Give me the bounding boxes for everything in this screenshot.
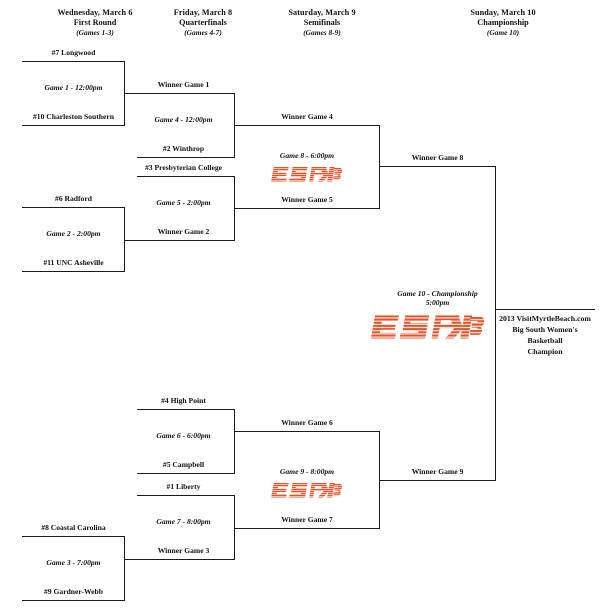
espn3-logo-championship (366, 312, 484, 341)
game7-bottom-rule (124, 559, 235, 560)
game4-bottom-seed: #2 Winthrop (162, 144, 205, 153)
game2-bottom-rule (22, 271, 125, 272)
game1-label: Game 1 - 12:00pm (44, 83, 103, 92)
game4-label: Game 4 - 12:00pm (154, 115, 213, 124)
game4-top-seed: Winner Game 1 (157, 80, 210, 89)
game2-label: Game 2 - 2:00pm (46, 229, 101, 238)
game6-bottom-seed: #5 Campbell (162, 460, 205, 469)
game7-right-rule (234, 495, 235, 559)
game7-top-seed: #1 Liberty (166, 482, 201, 491)
game2-right-rule (124, 207, 125, 271)
game3-top-seed: #8 Coastal Carolina (41, 523, 106, 532)
game5-top-seed: #3 Presbyterian College (144, 163, 223, 172)
game6-top-seed: #4 High Point (161, 396, 206, 405)
championship-label: Game 10 - Championship 5:00pm (360, 289, 515, 308)
header-game-range: (Game 10) (486, 28, 520, 37)
game9-label: Game 9 - 8:00pm (279, 467, 335, 476)
champion-line-1: 2013 VisitMyrtleBeach.com (499, 314, 591, 323)
header-game-range: (Games 1-3) (76, 28, 114, 37)
game1-top-rule (22, 61, 125, 62)
game6-right-rule (234, 409, 235, 473)
game6-top-rule (137, 409, 235, 410)
header-date: Saturday, March 9 (288, 8, 356, 17)
game1-bottom-rule (22, 125, 125, 126)
champion-rule (495, 309, 595, 310)
championship-label-line1: Game 10 - Championship (397, 289, 478, 298)
game5-bottom-rule (124, 240, 235, 241)
championship-top-rule (379, 166, 496, 167)
game6-bottom-rule (137, 473, 235, 474)
column-header-championship: Sunday, March 10 Championship (Game 10) (428, 8, 578, 37)
game3-bottom-seed: #9 Gardner-Webb (44, 587, 103, 596)
header-game-range: (Games 4-7) (184, 28, 222, 37)
game8-bottom-seed: Winner Game 5 (281, 195, 333, 204)
game9-top-seed: Winner Game 6 (281, 418, 333, 427)
game9-top-rule (234, 431, 380, 432)
game3-top-rule (22, 536, 125, 537)
header-round-name: First Round (73, 18, 117, 27)
game5-bottom-seed: Winner Game 2 (157, 227, 210, 236)
column-header-semifinals: Saturday, March 9 Semifinals (Games 8-9) (252, 8, 392, 37)
game8-label: Game 8 - 6:00pm (279, 151, 335, 160)
game2-top-seed: #6 Radford (55, 194, 92, 203)
header-round-name: Semifinals (303, 18, 341, 27)
game3-right-rule (124, 536, 125, 600)
game2-bottom-seed: #11 UNC Asheville (43, 258, 104, 267)
game6-label: Game 6 - 6:00pm (156, 431, 211, 440)
game9-right-rule (379, 431, 380, 528)
championship-top-seed: Winner Game 8 (411, 153, 464, 162)
game8-top-seed: Winner Game 4 (281, 112, 333, 121)
header-date: Wednesday, March 6 (57, 8, 133, 17)
championship-label-line2: 5:00pm (425, 298, 450, 308)
header-round-name: Championship (477, 18, 529, 27)
game4-top-rule (124, 93, 235, 94)
champion-line-2: Big South Women's Basketball (512, 325, 578, 346)
game1-top-seed: #7 Longwood (51, 48, 96, 57)
game7-bottom-seed: Winner Game 3 (157, 546, 210, 555)
column-header-quarterfinals: Friday, March 8 Quarterfinals (Games 4-7… (133, 8, 273, 37)
champion-label: 2013 VisitMyrtleBeach.com Big South Wome… (495, 313, 595, 357)
espn3-logo-game9 (268, 481, 342, 499)
game4-bottom-rule (137, 157, 235, 158)
header-game-range: (Games 8-9) (303, 28, 341, 37)
game3-label: Game 3 - 7:00pm (46, 558, 101, 567)
game2-top-rule (22, 207, 125, 208)
championship-right-rule (495, 166, 496, 480)
champion-line-3: Champion (527, 347, 563, 357)
game7-top-rule (137, 495, 235, 496)
game8-top-rule (234, 125, 380, 126)
espn3-logo-game8 (268, 165, 342, 183)
column-header-first-round: Wednesday, March 6 First Round (Games 1-… (20, 8, 170, 37)
header-date: Friday, March 8 (173, 8, 233, 17)
header-date: Sunday, March 10 (470, 8, 536, 17)
game9-bottom-rule (234, 528, 380, 529)
championship-bottom-seed: Winner Game 9 (411, 467, 464, 476)
header-round-name: Quarterfinals (179, 18, 227, 27)
game7-label: Game 7 - 8:00pm (156, 517, 211, 526)
game5-label: Game 5 - 2:00pm (156, 198, 211, 207)
game5-top-rule (137, 176, 235, 177)
game8-bottom-rule (234, 208, 380, 209)
game9-bottom-seed: Winner Game 7 (281, 515, 333, 524)
championship-bottom-rule (379, 480, 496, 481)
game3-bottom-rule (22, 600, 125, 601)
game1-bottom-seed: #10 Charleston Southern (32, 112, 114, 121)
